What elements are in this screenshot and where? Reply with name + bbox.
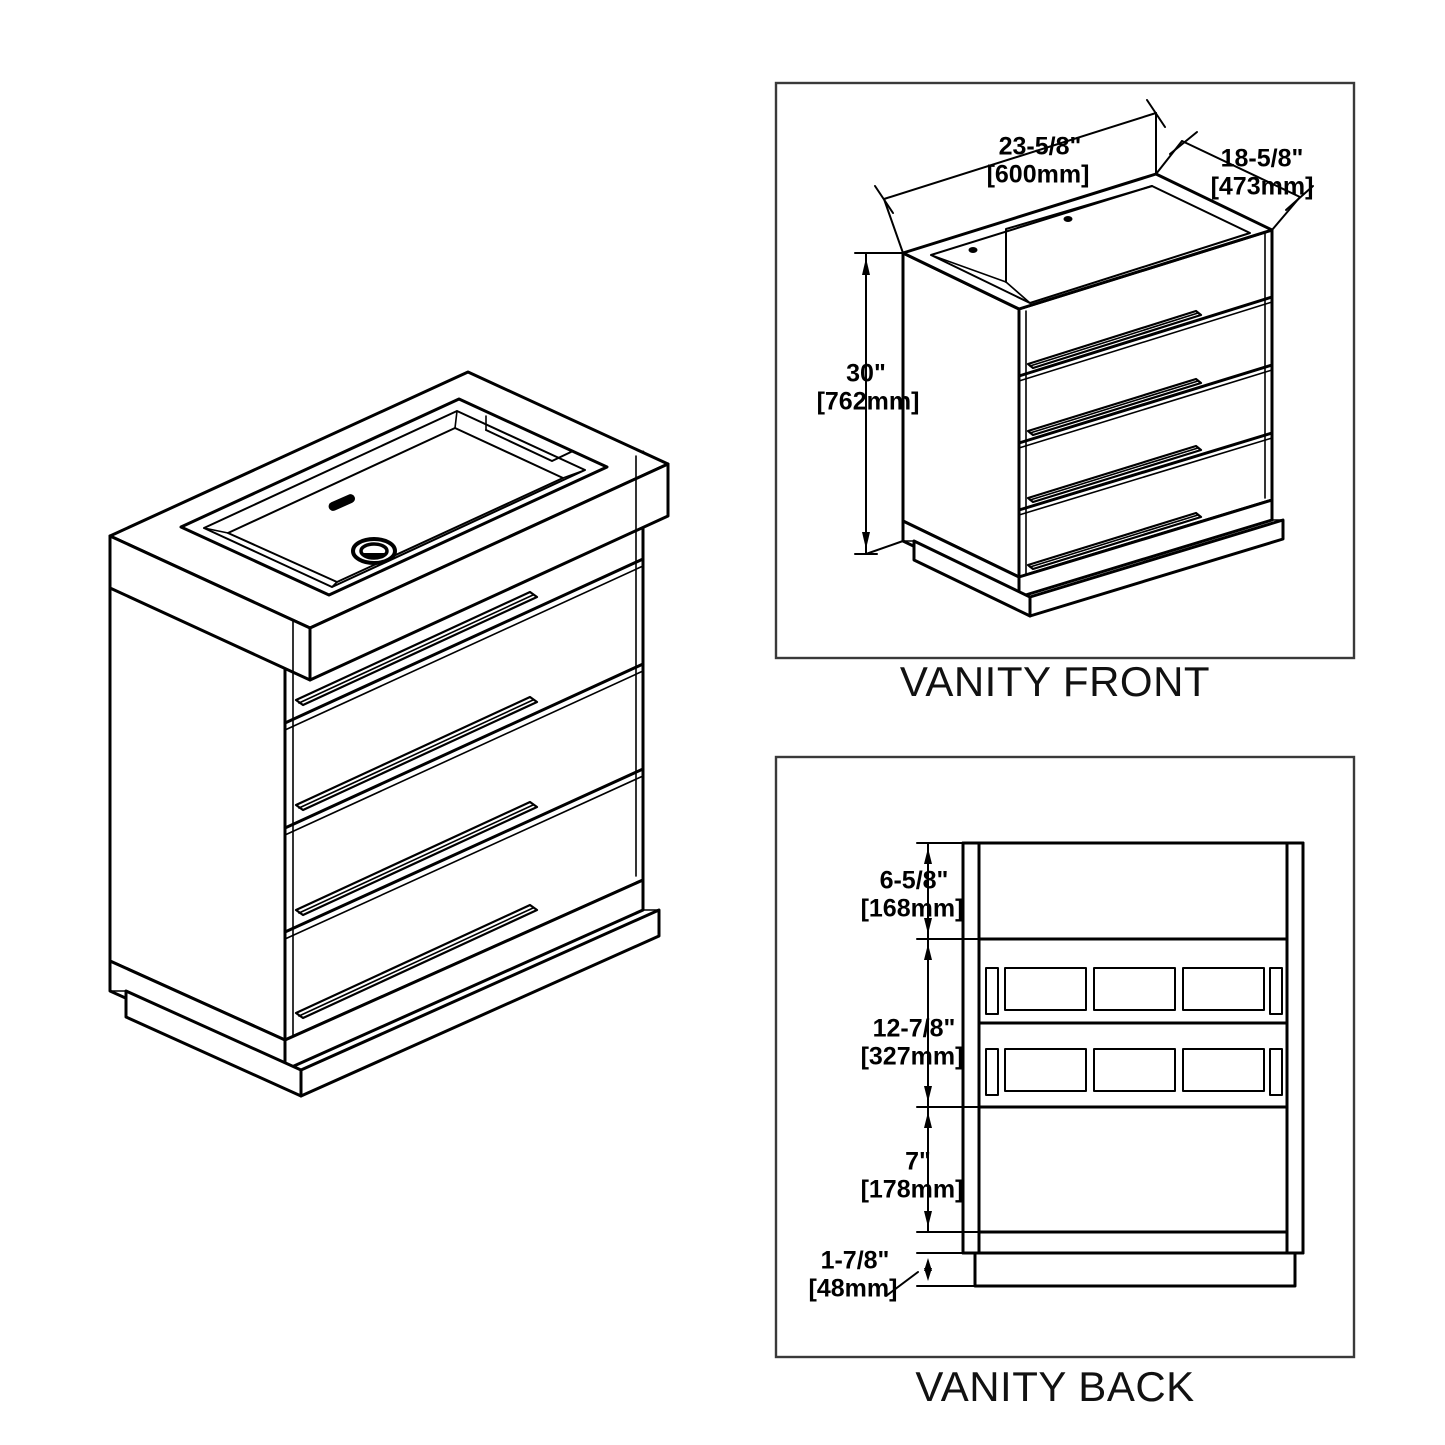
back-view-bay-2-opening-right [1182, 1048, 1265, 1092]
pull-handle-1 [294, 590, 539, 707]
back-view-top-panel [977, 841, 1289, 941]
basin-rear-deck-ledge [485, 429, 574, 462]
front-view-pull-handle-4 [1026, 511, 1203, 571]
drawer-seam-3 [283, 767, 645, 934]
front-view-drawer-seam-1 [1017, 295, 1274, 378]
drawer-seam-2 [283, 662, 645, 830]
overflow-slot [328, 494, 355, 511]
countertop-left-apron [108, 534, 312, 682]
dim-height-metric: [762mm] [817, 388, 920, 416]
basin-wall-left [203, 527, 229, 534]
basin-wall-front [331, 581, 338, 588]
front-view-pull-handle-1 [1026, 309, 1203, 370]
front-view-interior-back-wall [1005, 185, 1153, 283]
back-view-bay-2-left-post [985, 1048, 999, 1096]
dim-width-imperial: 23-5/8" [999, 133, 1082, 161]
drawer-gap-1 [284, 565, 644, 731]
front-view-drawer-gap-2 [1018, 369, 1273, 449]
basin-wall-back [454, 410, 458, 429]
dim-toe-kick-imperial: 1-7/8" [821, 1247, 890, 1275]
back-view-bay-2-opening-center [1093, 1048, 1176, 1092]
dim-depth-metric: [473mm] [1211, 173, 1314, 201]
back-view-bay-1-left-post [985, 967, 999, 1015]
mounting-hole-left [968, 247, 978, 253]
back-view-bottom-panel [977, 1105, 1289, 1234]
drawer-seam-1 [283, 557, 645, 725]
dim-top-panel-height: 6-5/8" [168mm] [861, 842, 980, 940]
back-view-bay-2-opening-left [1004, 1048, 1087, 1092]
dim-bottom-panel-imperial: 7" [905, 1148, 931, 1176]
front-view-pull-handle-2 [1026, 377, 1203, 437]
basin-wall-right [562, 469, 586, 479]
back-view-toe-kick [973, 1251, 1297, 1288]
dim-depth-imperial: 18-5/8" [1221, 145, 1304, 173]
dim-bottom-panel-height: 7" [178mm] [861, 1106, 980, 1233]
front-view-base-plinth-front [1028, 518, 1285, 618]
pull-handle-3 [294, 800, 539, 917]
dim-toe-kick-metric: [48mm] [809, 1275, 898, 1303]
base-plinth-front-face [299, 908, 661, 1098]
caption-vanity-back: VANITY BACK [915, 1363, 1194, 1410]
back-view-bay-1-opening-left [1004, 967, 1087, 1011]
dim-cutout-bays-height: 12-7/8" [327mm] [861, 938, 980, 1108]
drain-plug [363, 553, 385, 558]
front-view-open-cavity [930, 185, 1251, 304]
front-view-drawer-gap-3 [1018, 437, 1273, 516]
dim-cutout-bays-imperial: 12-7/8" [873, 1015, 956, 1043]
basin-outer-rim [179, 397, 609, 597]
dim-bottom-panel-metric: [178mm] [861, 1176, 964, 1204]
front-view-drawer-seam-2 [1017, 363, 1274, 445]
front-view-drawer-gap-1 [1018, 301, 1273, 382]
drawer-gap-2 [284, 670, 644, 836]
drawer-gap-3 [284, 775, 644, 940]
pull-handle-2 [294, 695, 539, 812]
back-view-bay-1-right-post [1269, 967, 1283, 1015]
back-view-bay-1-opening-center [1093, 967, 1176, 1011]
dim-toe-kick-height: 1-7/8" [48mm] [809, 1247, 976, 1303]
dim-width-metric: [600mm] [987, 161, 1090, 189]
vanity-front-drawing: 23-5/8" [600mm] 18-5/8" [473mm] 30" [817, 99, 1314, 618]
caption-vanity-front: VANITY FRONT [900, 658, 1210, 705]
front-view-drawer-seam-3 [1017, 431, 1274, 512]
dim-top-panel-imperial: 6-5/8" [880, 867, 949, 895]
front-view-interior-back-wall-edge [1005, 281, 1031, 304]
dim-top-panel-metric: [168mm] [861, 895, 964, 923]
back-view-bay-2-right-post [1269, 1048, 1283, 1096]
panel-border-vanity-front [774, 81, 1356, 660]
dim-height-imperial: 30" [846, 360, 886, 388]
pull-handle-4 [294, 903, 539, 1020]
panel-border-vanity-back [774, 755, 1356, 1359]
dim-depth: 18-5/8" [473mm] [1155, 131, 1314, 231]
dim-height: 30" [762mm] [817, 252, 920, 555]
dim-width: 23-5/8" [600mm] [874, 99, 1166, 254]
mounting-hole-right [1063, 216, 1073, 222]
main-isometric-vanity [108, 370, 670, 1098]
back-view-bottom-rail [977, 1230, 1289, 1255]
back-view-bay-1-opening-right [1182, 967, 1265, 1011]
front-view-pull-handle-3 [1026, 444, 1203, 504]
front-view-interior-rail [930, 254, 1007, 283]
dim-cutout-bays-metric: [327mm] [861, 1043, 964, 1071]
vanity-back-drawing: 6-5/8" [168mm] 12-7/8" [327mm] 7" [178mm… [809, 841, 1305, 1303]
